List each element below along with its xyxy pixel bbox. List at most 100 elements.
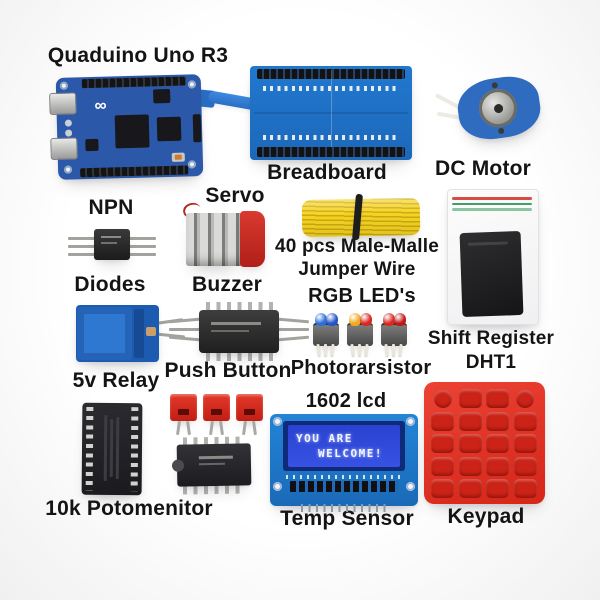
- keypad-key: [431, 479, 454, 498]
- component-dot: [65, 129, 73, 137]
- label-temp-sensor: Temp Sensor: [280, 507, 414, 530]
- push-button-ic: [199, 310, 279, 353]
- dc-motor: [454, 72, 544, 144]
- socket-strip-bottom: [257, 147, 405, 157]
- keypad-key: [516, 390, 534, 408]
- screw: [497, 127, 505, 135]
- keypad-key: [431, 456, 454, 476]
- ic-pin: [168, 335, 201, 341]
- mount-hole: [273, 482, 282, 491]
- buzzer-cap: [240, 211, 265, 267]
- rgb-led-module: [347, 313, 373, 357]
- chip: [153, 88, 171, 104]
- keypad-key: [513, 456, 537, 476]
- lcd-module: YOU ARE WELCOME!: [270, 414, 418, 512]
- keypad-key: [433, 390, 452, 408]
- lead: [68, 237, 95, 240]
- keypad-key: [486, 479, 509, 498]
- keypad-key: [513, 411, 537, 431]
- lead: [129, 253, 156, 256]
- label-jumper-wire: 40 pcs Male-Malle Jumper Wire: [275, 235, 439, 281]
- lcd-pins-under: [301, 504, 387, 512]
- ic-pin: [277, 317, 310, 323]
- lead: [129, 237, 156, 240]
- label-lcd: 1602 lcd: [305, 390, 387, 412]
- arduino-logo-icon: ∞: [94, 95, 107, 115]
- chip: [85, 138, 99, 152]
- lcd-text-line1: YOU ARE: [296, 432, 353, 445]
- label-shift-register-line2: DHT1: [465, 352, 517, 373]
- relay-terminal: [146, 327, 156, 336]
- label-jumper-line2: Jumper Wire: [298, 259, 416, 280]
- keypad-key: [486, 456, 509, 476]
- keypad-key: [458, 411, 482, 431]
- pin-column: [85, 406, 94, 491]
- reset-button-icon: [171, 152, 185, 162]
- ic-pin: [278, 328, 309, 331]
- pin-column: [130, 407, 139, 492]
- center-groove: [254, 112, 408, 114]
- pin-header-top: [81, 76, 186, 89]
- socket-strip-top: [257, 69, 405, 79]
- mount-hole: [187, 80, 197, 89]
- keypad-key: [431, 411, 454, 431]
- mount-hole: [63, 165, 73, 174]
- lead: [68, 253, 95, 256]
- rgb-led-module: [381, 313, 407, 357]
- keypad-key: [458, 456, 482, 476]
- lcd-screen: YOU ARE WELCOME!: [288, 425, 400, 467]
- label-servo: Servo: [205, 184, 265, 207]
- ic-chip-large: [81, 402, 143, 496]
- npn-transistor: [94, 229, 130, 260]
- hole-row-top: [263, 86, 399, 91]
- label-dc-motor: DC Motor: [434, 157, 532, 180]
- tactile-button: [236, 394, 263, 436]
- tactile-button: [170, 394, 197, 436]
- label-shift-register-line1: Shift Register: [427, 328, 555, 349]
- mount-hole: [406, 417, 415, 426]
- mcu-chip: [114, 114, 150, 149]
- ic-legs-bottom: [206, 352, 274, 361]
- parts-bag: [447, 189, 539, 325]
- label-keypad: Keypad: [447, 505, 525, 528]
- label-photoresistor: Photorarsistor: [290, 357, 432, 379]
- ic-pin: [277, 335, 310, 341]
- label-push-button: Push Button: [164, 359, 292, 382]
- label-rgb-leds: RGB LED's: [308, 285, 416, 307]
- rgb-led-module: [313, 313, 339, 357]
- ic-pin: [169, 328, 200, 331]
- led-dome: [326, 313, 338, 326]
- label-relay: 5v Relay: [72, 369, 160, 392]
- led-dome: [394, 313, 406, 326]
- mount-hole: [406, 482, 415, 491]
- keypad-key: [486, 411, 509, 431]
- mount-hole: [187, 160, 197, 169]
- ic-notch: [171, 459, 185, 472]
- silkscreen: [286, 475, 402, 479]
- chip: [156, 116, 182, 142]
- keypad-key: [486, 389, 509, 408]
- pin-header-bottom: [80, 165, 189, 178]
- relay-module: [76, 305, 159, 362]
- icsp-header: [192, 114, 202, 143]
- keypad-key: [458, 434, 482, 453]
- label-diodes: Diodes: [74, 273, 146, 296]
- screw: [491, 81, 499, 89]
- arduino-board: ∞: [49, 74, 204, 180]
- bag-stripe-red: [452, 197, 532, 200]
- keypad-key: [458, 479, 482, 498]
- keypad: [424, 382, 545, 504]
- ic-legs-top: [206, 302, 274, 311]
- label-board: Quaduino Uno R3: [47, 44, 229, 67]
- shift-register-part: [459, 230, 524, 318]
- usb-port-icon: [49, 92, 77, 116]
- keypad-key: [431, 434, 454, 453]
- keypad-key: [458, 389, 482, 408]
- keypad-key: [513, 434, 537, 453]
- keypad-key: [486, 434, 509, 453]
- label-shift-register: Shift Register DHT1: [428, 327, 554, 375]
- led-dome: [315, 313, 327, 326]
- mount-hole: [273, 417, 282, 426]
- seam: [331, 70, 332, 156]
